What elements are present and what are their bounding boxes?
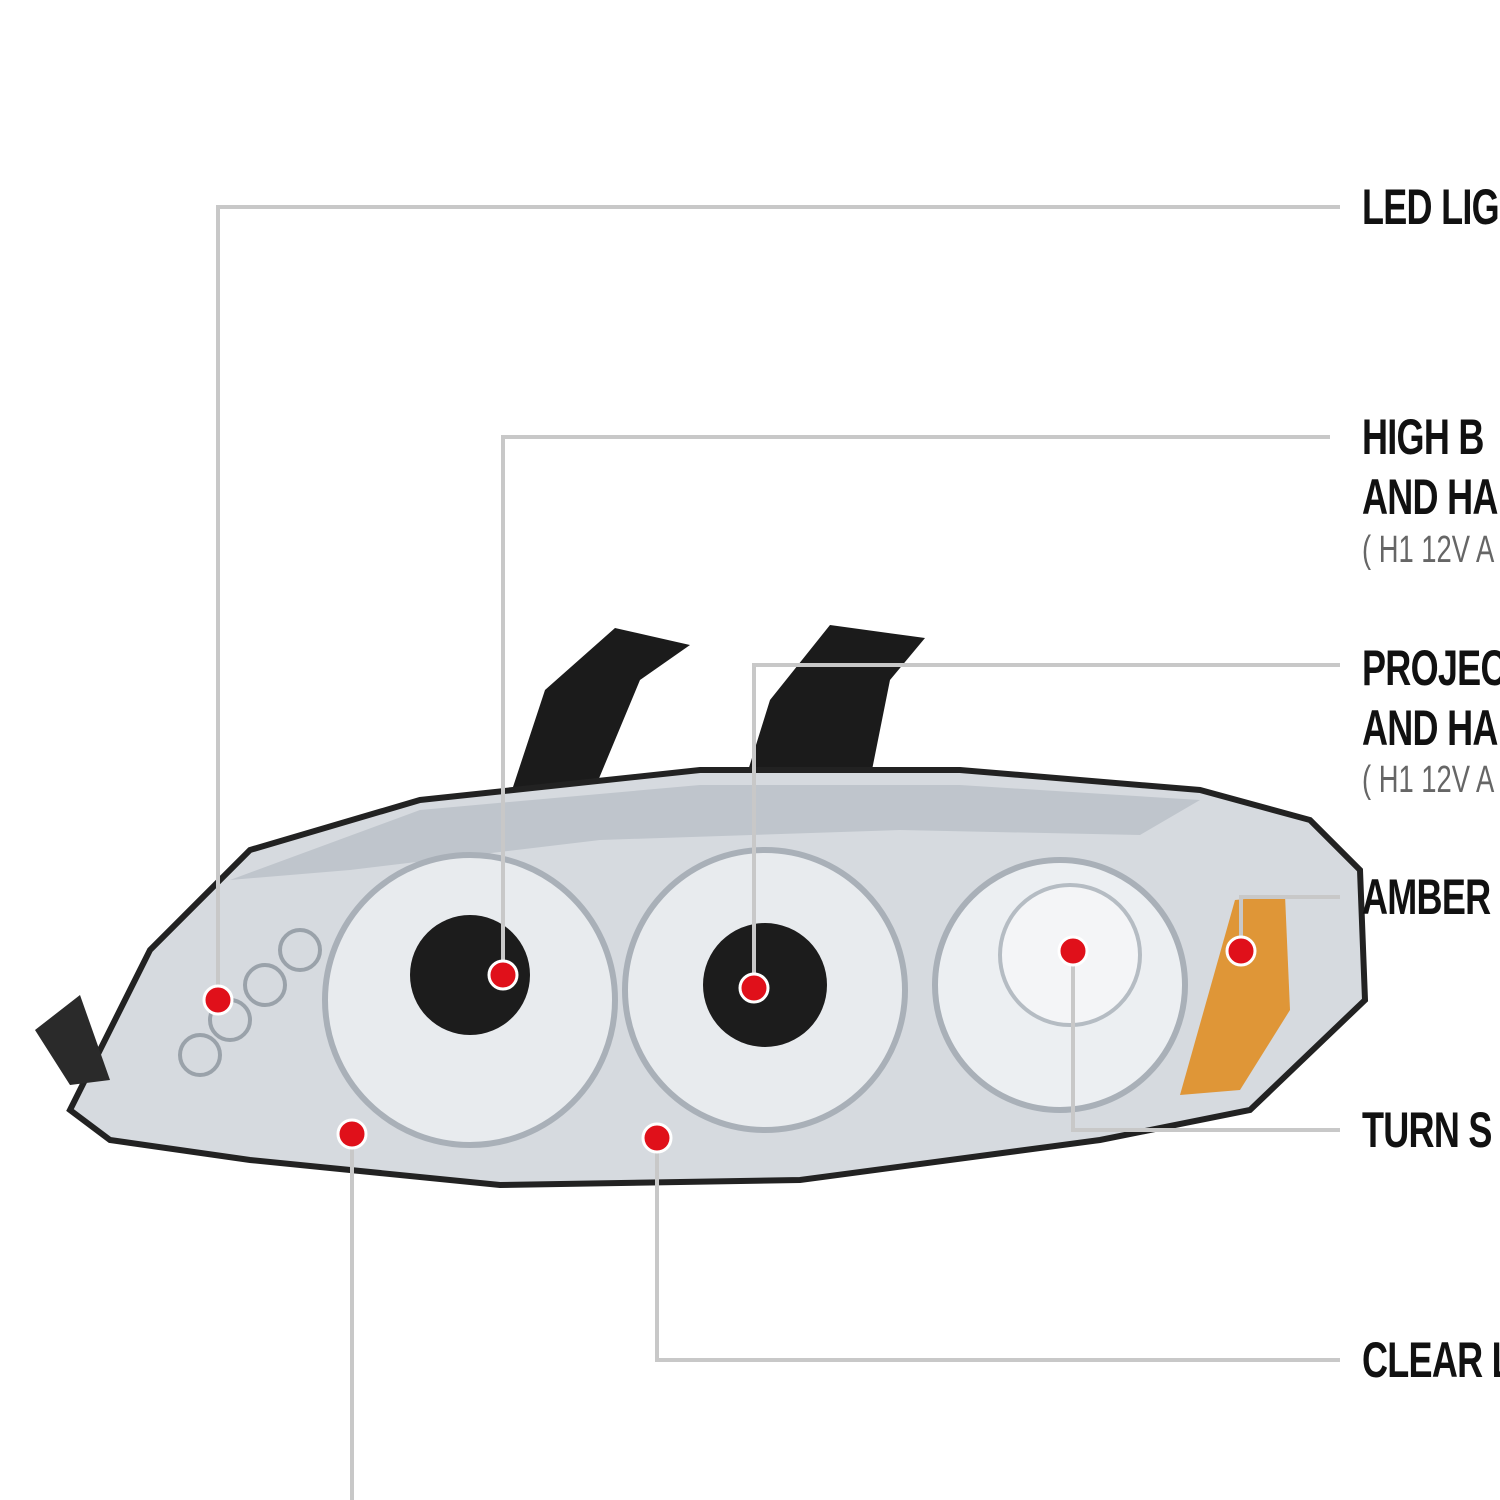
label-projector-sub: ( H1 12V A xyxy=(1362,759,1495,801)
label-turn-signal: TURN S xyxy=(1362,1102,1492,1158)
projector-lens-left xyxy=(410,915,530,1035)
label-high-beam-sub: ( H1 12V A xyxy=(1362,529,1495,571)
marker-projector xyxy=(738,972,770,1004)
label-amber: AMBER xyxy=(1362,869,1491,925)
marker-clear-lens xyxy=(641,1122,673,1154)
mounting-bracket-right xyxy=(742,625,925,790)
amber-reflector xyxy=(1180,895,1290,1095)
marker-bottom xyxy=(336,1118,368,1150)
marker-high-beam xyxy=(487,959,519,991)
mounting-bracket-left xyxy=(512,628,690,800)
headlight-top-trim xyxy=(230,785,1200,880)
label-clear-lens: CLEAR L xyxy=(1362,1332,1500,1388)
label-high-beam-2: AND HA xyxy=(1362,469,1498,525)
marker-amber xyxy=(1225,935,1257,967)
callout-markers xyxy=(202,935,1257,1154)
black-mount-tab xyxy=(35,995,110,1085)
leader-lines xyxy=(216,205,1340,1500)
label-high-beam-1: HIGH B xyxy=(1362,409,1484,465)
marker-turn-signal xyxy=(1057,935,1089,967)
label-projector-2: AND HA xyxy=(1362,700,1498,756)
label-projector-1: PROJEC xyxy=(1362,640,1500,696)
marker-led xyxy=(202,984,234,1016)
label-led: LED LIG xyxy=(1362,179,1500,235)
